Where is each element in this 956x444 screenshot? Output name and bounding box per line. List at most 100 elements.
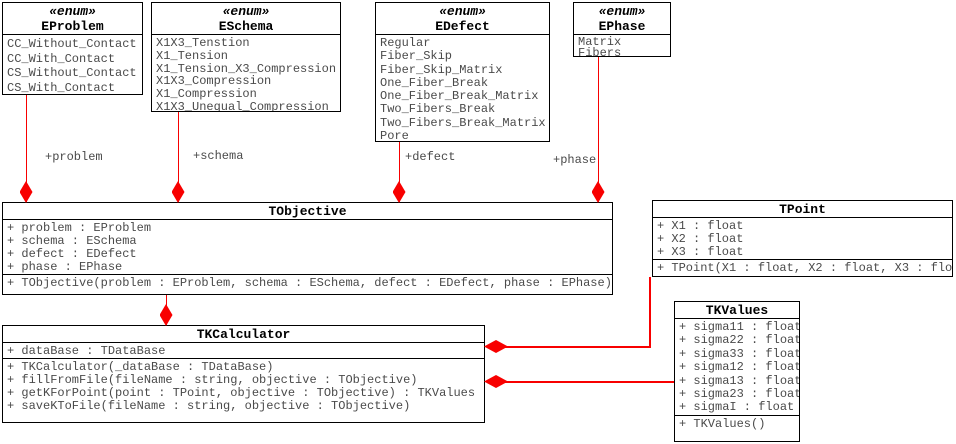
member-row: CS_With_Contact: [7, 80, 116, 95]
composition-diamond-icon: [159, 304, 173, 326]
association-label-problem: +problem: [45, 150, 103, 164]
member-row: Fiber_Skip_Matrix: [380, 62, 503, 77]
member-row: + X1 : float: [657, 219, 744, 233]
member-row: X1X3_Tenstion: [156, 36, 250, 50]
member-row: CC_With_Contact: [7, 51, 116, 66]
member-row: + sigma12 : float: [679, 360, 800, 375]
composition-diamond-icon: [19, 181, 33, 203]
member-row: + X2 : float: [657, 232, 744, 246]
member-row: + getKForPoint(point : TPoint, objective…: [7, 386, 476, 400]
attributes-compartment: + X1 : float+ X2 : float+ X3 : float: [653, 218, 952, 259]
class-name: EPhase: [598, 19, 646, 34]
member-row: + schema : ESchema: [7, 234, 137, 248]
member-row: One_Fiber_Break: [380, 75, 489, 90]
composition-edge-phase[interactable]: [597, 57, 599, 202]
member-row: + TObjective(problem : EProblem, schema …: [7, 276, 612, 290]
class-title: TKCalculator: [3, 326, 484, 343]
class-title: TPoint: [653, 201, 952, 218]
operations-compartment: + TKCalculator(_dataBase : TDataBase)+ f…: [3, 358, 484, 422]
member-row: Fiber_Skip: [380, 49, 453, 64]
class-tobjective[interactable]: TObjective + problem : EProblem+ schema …: [2, 202, 613, 295]
operations-compartment: + TObjective(problem : EProblem, schema …: [3, 274, 612, 294]
composition-diamond-icon: [392, 181, 406, 203]
member-row: One_Fiber_Break_Matrix: [380, 89, 539, 104]
stereotype-label: «enum»: [222, 4, 270, 19]
association-label-defect: +defect: [405, 150, 456, 164]
member-row: Two_Fibers_Break: [380, 102, 496, 117]
member-row: + fillFromFile(fileName : string, object…: [7, 373, 418, 387]
class-title: «enum» EPhase: [574, 3, 670, 35]
member-row: Pore: [380, 129, 409, 142]
composition-edge-schema[interactable]: [177, 112, 179, 202]
member-row: + phase : EPhase: [7, 260, 123, 274]
composition-diamond-icon: [484, 340, 508, 353]
stereotype-label: «enum»: [598, 4, 646, 19]
composition-edge-point-calculator[interactable]: [496, 346, 651, 348]
member-row: + sigma33 : float: [679, 346, 800, 361]
member-row: X1_Tension_X3_Compression: [156, 61, 337, 76]
member-row: + TKCalculator(_dataBase : TDataBase): [7, 360, 274, 374]
member-row: + sigma13 : float: [679, 373, 800, 388]
member-row: + saveKToFile(fileName : string, objecti…: [7, 399, 411, 413]
member-row: + dataBase : TDataBase: [7, 344, 166, 358]
attributes-compartment: + sigma11 : float+ sigma22 : float+ sigm…: [675, 319, 799, 415]
composition-edge-kvalues-calculator[interactable]: [496, 381, 674, 383]
member-row: + sigma23 : float: [679, 387, 800, 402]
member-row: Regular: [380, 36, 431, 50]
class-tkcalculator[interactable]: TKCalculator + dataBase : TDataBase + TK…: [2, 325, 485, 423]
member-row: + sigma11 : float: [679, 320, 800, 334]
class-name: ESchema: [218, 19, 274, 34]
class-name: TPoint: [779, 202, 826, 217]
member-row: Matrix: [578, 35, 622, 49]
class-tkvalues[interactable]: TKValues + sigma11 : float+ sigma22 : fl…: [674, 301, 800, 442]
member-row: + problem : EProblem: [7, 221, 152, 235]
member-row: + TKValues(): [679, 416, 766, 431]
attributes-compartment: + problem : EProblem+ schema : ESchema+ …: [3, 220, 612, 274]
member-row: CC_Without_Contact: [7, 37, 137, 51]
composition-diamond-icon: [484, 375, 508, 388]
member-row: + TPoint(X1 : float, X2 : float, X3 : fl…: [657, 261, 953, 275]
member-row: X1X3_Compression: [156, 74, 272, 89]
class-title: «enum» ESchema: [152, 3, 340, 35]
class-tpoint[interactable]: TPoint + X1 : float+ X2 : float+ X3 : fl…: [652, 200, 953, 277]
composition-diamond-icon: [591, 181, 605, 203]
stereotype-label: «enum»: [49, 4, 96, 19]
class-name: EDefect: [435, 19, 490, 34]
class-title: «enum» EDefect: [376, 3, 549, 35]
class-name: TKCalculator: [196, 327, 291, 342]
composition-edge-defect[interactable]: [398, 142, 400, 202]
stereotype-label: «enum»: [439, 4, 486, 19]
attributes-compartment: + dataBase : TDataBase: [3, 343, 484, 358]
class-title: TObjective: [3, 203, 612, 220]
member-row: CS_Without_Contact: [7, 66, 137, 80]
member-row: X1X3_Unequal_Compression: [156, 99, 329, 112]
class-title: «enum» EProblem: [3, 3, 142, 35]
member-row: Two_Fibers_Break_Matrix: [380, 115, 546, 130]
member-row: + X3 : float: [657, 245, 744, 259]
member-row: + sigmaI : float: [679, 400, 795, 415]
class-name: EProblem: [41, 19, 104, 34]
association-label-schema: +schema: [193, 149, 244, 163]
member-row: Fibers: [578, 46, 622, 57]
association-label-phase: +phase: [553, 153, 597, 167]
member-row: X1_Compression: [156, 87, 257, 102]
class-name: TObjective: [268, 204, 347, 219]
class-title: TKValues: [675, 302, 799, 319]
class-name: TKValues: [705, 303, 769, 318]
operations-compartment: + TPoint(X1 : float, X2 : float, X3 : fl…: [653, 259, 952, 276]
operations-compartment: + TKValues(): [675, 414, 799, 441]
composition-edge-point-calculator[interactable]: [649, 277, 651, 347]
member-row: + sigma22 : float: [679, 333, 800, 348]
composition-edge-problem[interactable]: [25, 95, 27, 202]
member-row: + defect : EDefect: [7, 247, 137, 261]
member-row: X1_Tension: [156, 48, 229, 63]
composition-diamond-icon: [171, 181, 185, 203]
